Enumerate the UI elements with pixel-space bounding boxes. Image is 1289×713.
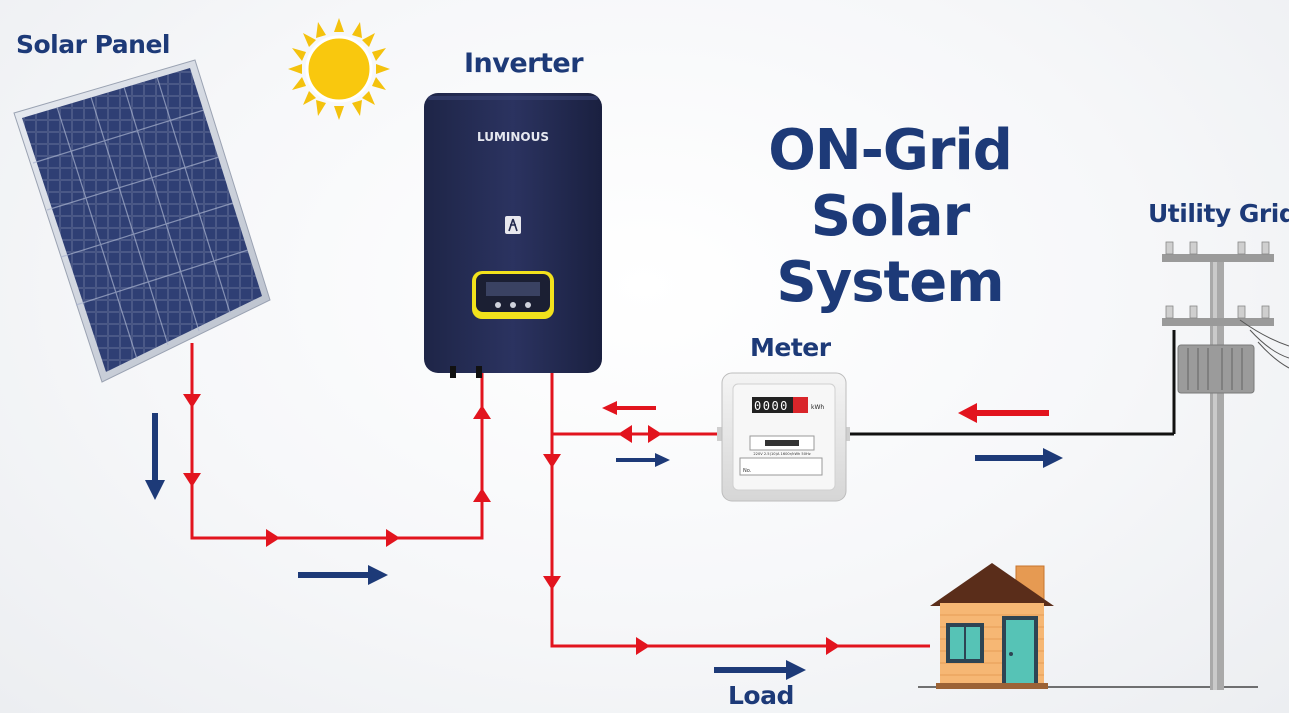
- arrow-left-icon: [602, 401, 656, 415]
- inverter-display: [472, 271, 554, 319]
- arrow-down-icon: [145, 413, 165, 500]
- page-title: ON-Grid Solar System: [690, 118, 1090, 316]
- title-line-1: ON-Grid: [768, 118, 1013, 183]
- arrow-right-icon: [616, 453, 670, 467]
- utility-grid-label: Utility Grid: [1148, 199, 1289, 228]
- meter-reading: 0000: [754, 399, 789, 413]
- inverter-brand: LUMINOUS: [477, 130, 549, 144]
- inverter-logo-icon: [505, 216, 521, 234]
- arrow-left-icon: [958, 403, 1049, 423]
- inverter-label: Inverter: [464, 48, 584, 79]
- energy-meter: [717, 372, 850, 502]
- solar-panel: [13, 59, 271, 383]
- load-label: Load: [728, 681, 794, 710]
- arrow-right-icon: [298, 565, 388, 585]
- solar-panel-label: Solar Panel: [16, 30, 171, 59]
- meter-spec: 220V 2.5(10)A 1600r/kWh 50Hz: [753, 452, 810, 456]
- sun-icon: [288, 18, 390, 120]
- flow-arrows: [145, 401, 1063, 680]
- meter-no-label: No.: [743, 468, 752, 474]
- current-markers: [183, 394, 840, 655]
- house: [918, 563, 1258, 689]
- utility-pole: [1162, 241, 1289, 690]
- meter-label: Meter: [750, 333, 831, 362]
- arrow-right-icon: [714, 660, 806, 680]
- inverter: [424, 93, 602, 378]
- title-line-2: Solar System: [776, 184, 1004, 315]
- meter-unit: kWh: [811, 404, 824, 411]
- arrow-right-icon: [975, 448, 1063, 468]
